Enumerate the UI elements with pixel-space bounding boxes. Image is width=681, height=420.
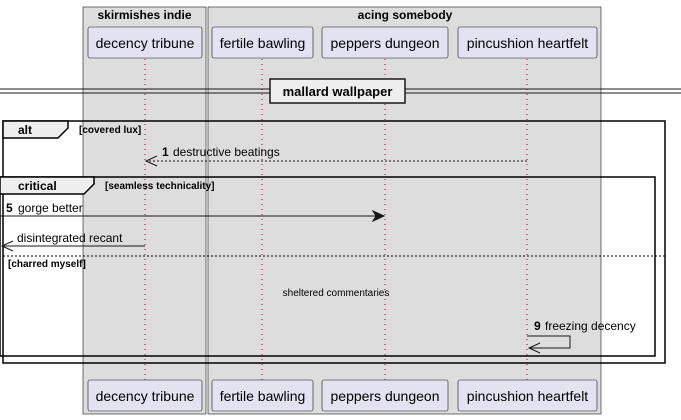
svg-text:fertile bawling: fertile bawling bbox=[220, 388, 306, 404]
critical-guard: [seamless technicality] bbox=[105, 181, 215, 192]
box-title-left: skirmishes indie bbox=[97, 8, 191, 22]
alt-guard: [covered lux] bbox=[79, 125, 141, 136]
message-9-label: freezing decency bbox=[545, 319, 636, 333]
svg-text:decency tribune: decency tribune bbox=[96, 35, 195, 51]
message-9: 9 freezing decency bbox=[527, 319, 636, 354]
delay-note: sheltered commentaries bbox=[283, 288, 390, 299]
svg-text:pincushion heartfelt: pincushion heartfelt bbox=[467, 35, 589, 51]
participant-head-fertile-bawling[interactable]: fertile bawling bbox=[211, 26, 314, 59]
critical-keyword: critical bbox=[18, 179, 57, 193]
participant-tail-peppers-dungeon[interactable]: peppers dungeon bbox=[321, 379, 449, 412]
participant-tail-decency-tribune[interactable]: decency tribune bbox=[87, 379, 203, 412]
alt-fragment: alt [covered lux] [charred myself] bbox=[2, 120, 666, 364]
svg-text:fertile bawling: fertile bawling bbox=[220, 35, 306, 51]
box-group-left: skirmishes indie bbox=[82, 6, 207, 415]
svg-text:peppers dungeon: peppers dungeon bbox=[331, 388, 440, 404]
alt-else-guard: [charred myself] bbox=[8, 259, 86, 270]
message-9-number: 9 bbox=[534, 319, 541, 333]
participant-head-peppers-dungeon[interactable]: peppers dungeon bbox=[321, 26, 449, 59]
message-1: 1 destructive beatings bbox=[144, 145, 527, 167]
message-5-number: 5 bbox=[6, 201, 13, 215]
box-group-right: acing somebody bbox=[207, 6, 602, 415]
message-5-label: gorge better bbox=[18, 201, 83, 215]
svg-text:decency tribune: decency tribune bbox=[96, 388, 195, 404]
svg-text:peppers dungeon: peppers dungeon bbox=[331, 35, 440, 51]
message-recant-label: disintegrated recant bbox=[17, 231, 123, 245]
message-1-number: 1 bbox=[162, 145, 169, 159]
message-5: 5 gorge better bbox=[0, 201, 386, 223]
participant-tail-fertile-bawling[interactable]: fertile bawling bbox=[211, 379, 314, 412]
divider-label: mallard wallpaper bbox=[283, 84, 393, 99]
critical-fragment: critical [seamless technicality] bbox=[0, 176, 656, 357]
box-title-right: acing somebody bbox=[358, 8, 453, 22]
alt-keyword: alt bbox=[18, 123, 32, 137]
participant-head-decency-tribune[interactable]: decency tribune bbox=[87, 26, 203, 59]
participant-head-pincushion-heartfelt[interactable]: pincushion heartfelt bbox=[457, 26, 598, 59]
message-recant: disintegrated recant bbox=[0, 231, 145, 252]
message-1-label: destructive beatings bbox=[173, 145, 280, 159]
participant-tail-pincushion-heartfelt[interactable]: pincushion heartfelt bbox=[457, 379, 598, 412]
divider: mallard wallpaper bbox=[0, 78, 681, 104]
svg-text:pincushion heartfelt: pincushion heartfelt bbox=[467, 388, 589, 404]
